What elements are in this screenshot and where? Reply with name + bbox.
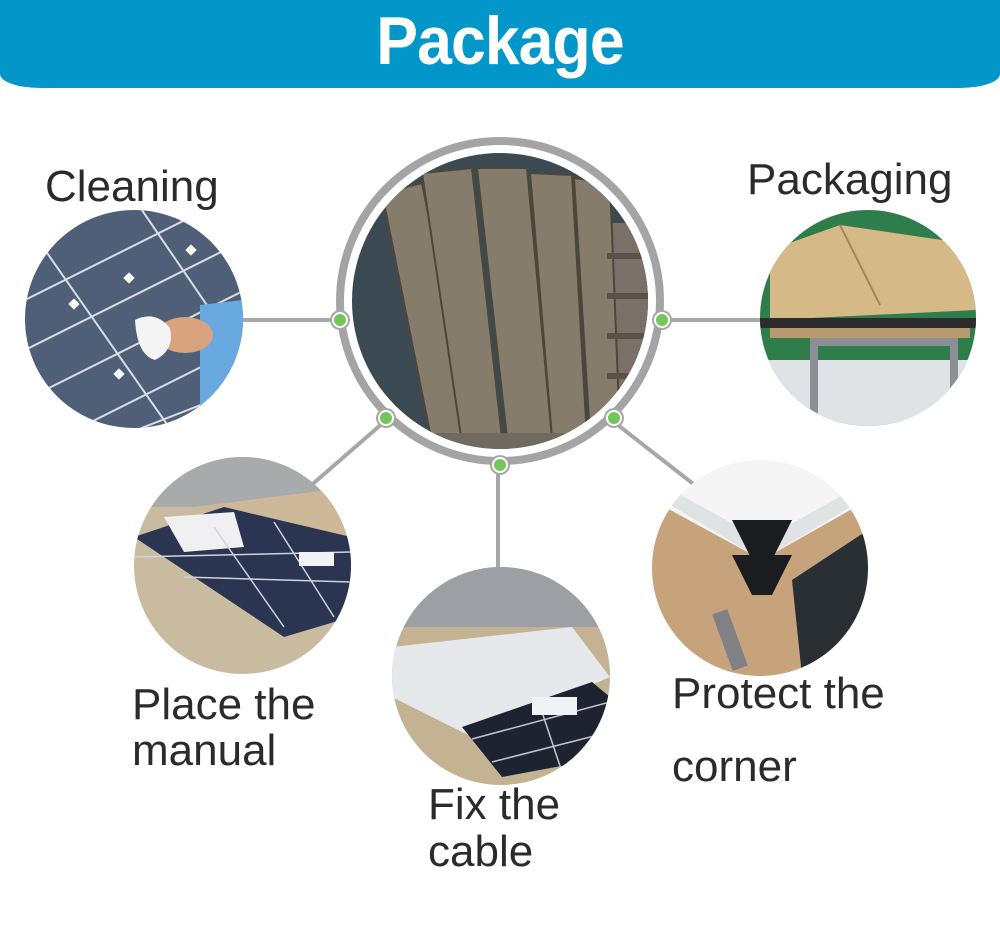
corner-protector-image-icon [652,460,868,676]
connector-line-fix-cable [496,467,500,571]
center-boxes-photo [352,153,648,449]
page-title: Package [376,3,624,79]
step-label-fix-cable-line1: Fix the [428,780,561,829]
connector-node-left [332,312,348,328]
step-photo-protect-corner [652,460,868,676]
connector-line-protect-corner [612,420,695,486]
step-label-protect-corner-line1: Protect the [672,669,885,718]
panel-manual-image-icon [134,457,351,674]
step-label-fix-cable-line2: cable [428,827,534,876]
step-photo-cleaning [25,210,243,428]
solar-panel-cleaning-image-icon [25,210,243,428]
panel-foam-image-icon [392,567,610,785]
step-label-place-manual-line1: Place the [132,680,316,729]
step-label-protect-corner-line2: corner [672,742,797,791]
step-photo-packaging [760,210,976,426]
connector-node-right [654,312,670,328]
step-photo-place-manual [134,457,351,674]
connector-node-bottom-left [378,410,394,426]
step-label-packaging: Packaging [747,155,953,204]
connector-line-cleaning [238,318,338,322]
cardboard-packaging-image-icon [760,210,976,426]
step-photo-fix-cable [392,567,610,785]
connector-line-packaging [662,318,762,322]
header-banner: Package [0,0,1000,88]
connector-node-bottom [492,457,508,473]
connector-node-bottom-right [606,410,622,426]
step-label-cleaning: Cleaning [45,162,219,211]
stacked-boxes-image-icon [352,153,648,449]
step-label-place-manual-line2: manual [132,726,277,775]
